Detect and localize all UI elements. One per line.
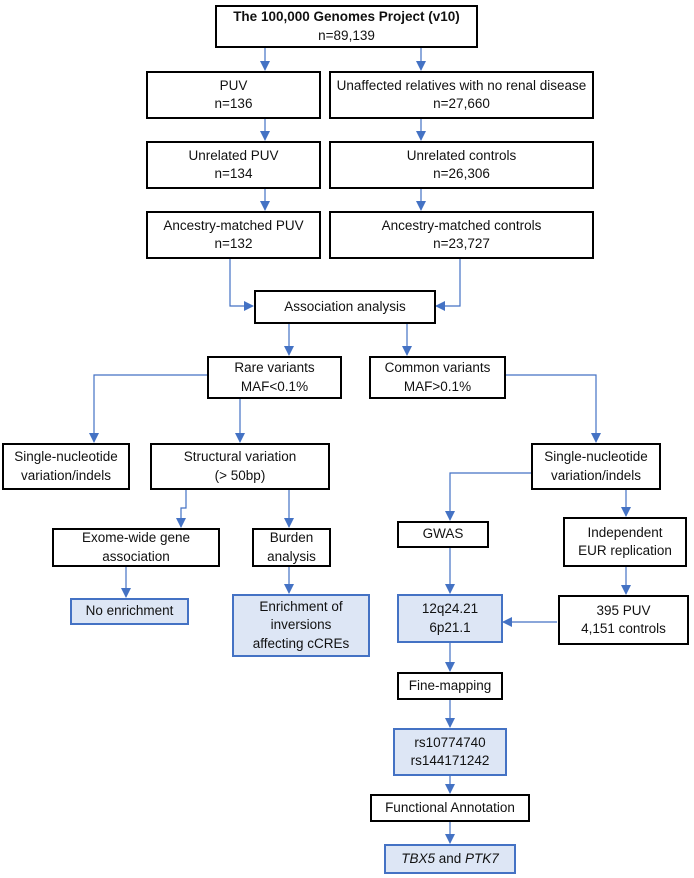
inversions-enrichment-box: Enrichment of inversions affecting cCREs — [232, 594, 370, 657]
functional-annotation-box: Functional Annotation — [370, 794, 530, 822]
association-analysis-label: Association analysis — [284, 298, 406, 314]
snv-indels-rare-line2: variation/indels — [20, 467, 112, 483]
arrow-ancestry-controls-to-association — [435, 259, 461, 311]
puv-box: PUV n=136 — [146, 71, 321, 119]
snv-indels-rare-box: Single-nucleotide variation/indels — [2, 443, 130, 490]
gene-tbx5: TBX5 — [401, 850, 435, 866]
locus-6p21: 6p21.1 — [429, 619, 471, 635]
replication-cohort-box: 395 PUV 4,151 controls — [558, 595, 689, 645]
rare-variants-box: Rare variants MAF<0.1% — [207, 356, 342, 399]
unrelated-controls-label: Unrelated controls — [406, 147, 517, 163]
rsid-1: rs10774740 — [414, 734, 486, 750]
rare-variants-maf: MAF<0.1% — [240, 378, 309, 394]
gwas-loci-box: 12q24.21 6p21.1 — [397, 594, 503, 643]
snv-indels-common-line2: variation/indels — [550, 467, 642, 483]
rsid-2: rs144171242 — [410, 753, 490, 768]
unrelated-puv-label: Unrelated PUV — [188, 147, 279, 163]
exome-wide-association-line2: association — [102, 548, 170, 564]
unaffected-relatives-box: Unaffected relatives with no renal disea… — [329, 71, 594, 119]
inversions-enrichment-line3: affecting cCREs — [252, 635, 350, 651]
eur-replication-box: Independent EUR replication — [563, 517, 687, 567]
gene-conjunction: and — [434, 850, 466, 866]
structural-variation-size: (> 50bp) — [214, 467, 266, 483]
burden-analysis-line2: analysis — [267, 548, 316, 564]
unrelated-controls-count: n=26,306 — [433, 166, 490, 181]
fine-mapping-box: Fine-mapping — [397, 672, 503, 700]
unaffected-relatives-label: Unaffected relatives with no renal disea… — [336, 77, 587, 93]
inversions-enrichment-line2: inversions — [270, 617, 332, 633]
common-variants-box: Common variants MAF>0.1% — [369, 356, 506, 399]
eur-replication-line2: EUR replication — [578, 543, 672, 558]
ancestry-matched-controls-count: n=23,727 — [433, 236, 490, 251]
ancestry-matched-puv-count: n=132 — [214, 236, 253, 251]
no-enrichment-box: No enrichment — [70, 598, 189, 625]
arrow-snv-rare-to-exome — [176, 490, 187, 528]
rsid-box: rs10774740 rs144171242 — [393, 728, 507, 776]
puv-count: n=136 — [214, 96, 253, 111]
genomes-project-title: The 100,000 Genomes Project (v10) — [233, 9, 460, 25]
unrelated-controls-box: Unrelated controls n=26,306 — [329, 141, 594, 189]
unrelated-puv-count: n=134 — [214, 166, 253, 181]
unrelated-puv-box: Unrelated PUV n=134 — [146, 141, 321, 189]
puv-label: PUV — [219, 77, 248, 93]
gene-ptk7: PTK7 — [465, 850, 499, 866]
ancestry-matched-puv-box: Ancestry-matched PUV n=132 — [146, 211, 321, 259]
fine-mapping-label: Fine-mapping — [408, 677, 492, 693]
structural-variation-label: Structural variation — [183, 449, 297, 465]
genomes-project-count: n=89,139 — [318, 27, 375, 43]
inversions-enrichment-line1: Enrichment of — [259, 599, 343, 615]
arrow-ancestry-puv-to-association — [229, 259, 254, 311]
snv-indels-common-line1: Single-nucleotide — [544, 449, 648, 465]
burden-analysis-box: Burden analysis — [252, 528, 331, 567]
common-variants-label: Common variants — [384, 360, 491, 376]
ancestry-matched-puv-label: Ancestry-matched PUV — [163, 217, 304, 233]
common-variants-maf: MAF>0.1% — [403, 378, 472, 394]
snv-indels-rare-line1: Single-nucleotide — [14, 449, 118, 465]
gwas-label: GWAS — [422, 526, 464, 542]
arrow-common-to-snv — [506, 374, 601, 443]
replication-cohort-controls: 4,151 controls — [581, 621, 666, 636]
arrow-snv-common-to-gwas — [445, 472, 531, 521]
locus-12q24: 12q24.21 — [421, 601, 479, 617]
candidate-genes-box: TBX5 and PTK7 — [384, 844, 516, 874]
functional-annotation-label: Functional Annotation — [385, 799, 515, 815]
rare-variants-label: Rare variants — [234, 360, 315, 376]
exome-wide-association-box: Exome-wide gene association — [52, 528, 220, 567]
arrow-rare-to-snv — [89, 374, 207, 443]
no-enrichment-label: No enrichment — [85, 603, 174, 619]
exome-wide-association-line1: Exome-wide gene — [81, 530, 191, 546]
candidate-genes-label: TBX5 and PTK7 — [401, 850, 499, 868]
structural-variation-box: Structural variation (> 50bp) — [150, 443, 330, 490]
gwas-box: GWAS — [397, 521, 489, 548]
replication-cohort-cases: 395 PUV — [596, 602, 651, 618]
snv-indels-common-box: Single-nucleotide variation/indels — [531, 443, 661, 490]
ancestry-matched-controls-label: Ancestry-matched controls — [381, 217, 542, 233]
ancestry-matched-controls-box: Ancestry-matched controls n=23,727 — [329, 211, 594, 259]
genomes-project-box: The 100,000 Genomes Project (v10) n=89,1… — [215, 5, 478, 48]
eur-replication-line1: Independent — [587, 524, 663, 540]
burden-analysis-line1: Burden — [269, 530, 314, 546]
unaffected-relatives-count: n=27,660 — [433, 96, 490, 111]
association-analysis-box: Association analysis — [254, 290, 436, 324]
